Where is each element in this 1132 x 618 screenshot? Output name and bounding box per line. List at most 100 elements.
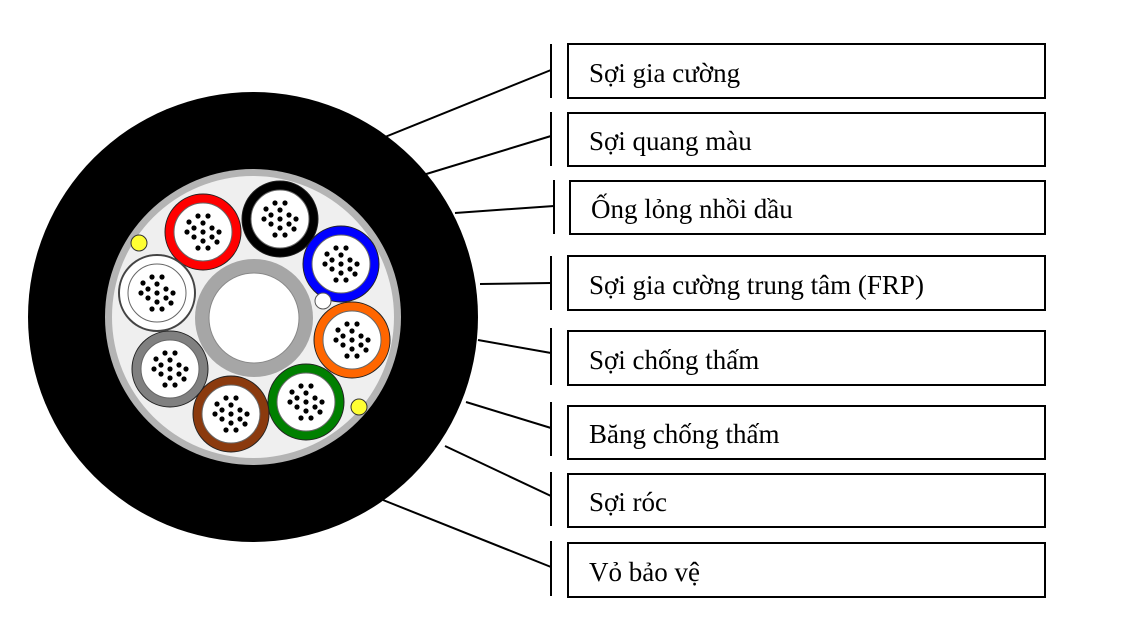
optical-fiber (191, 225, 197, 231)
optical-fiber (167, 357, 173, 363)
optical-fiber (272, 232, 278, 238)
optical-fiber (205, 213, 211, 219)
optical-fiber (303, 408, 309, 414)
leader-line-vo-bao-ve (382, 499, 552, 568)
optical-fiber (324, 251, 330, 257)
optical-fiber (140, 280, 146, 286)
leader-line-ong-long (454, 205, 555, 214)
optical-fiber (168, 300, 174, 306)
optical-fiber (303, 390, 309, 396)
optical-fiber (329, 257, 335, 263)
optical-fiber (286, 221, 292, 227)
bracket-segments (550, 44, 555, 596)
optical-fiber (154, 290, 160, 296)
optical-fiber (347, 266, 353, 272)
optical-fiber (151, 366, 157, 372)
optical-fiber (183, 366, 189, 372)
optical-fiber (298, 415, 304, 421)
optical-fiber (303, 399, 309, 405)
optical-fiber (244, 411, 250, 417)
optical-fiber (149, 274, 155, 280)
optical-fiber (317, 409, 323, 415)
optical-fiber (228, 411, 234, 417)
optical-fiber (184, 229, 190, 235)
optical-fiber (344, 353, 350, 359)
optical-fiber (195, 213, 201, 219)
optical-fiber (159, 274, 165, 280)
optical-fiber (209, 234, 215, 240)
optical-fiber (149, 306, 155, 312)
optical-fiber (154, 299, 160, 305)
optical-fiber (358, 342, 364, 348)
optical-fiber (181, 376, 187, 382)
label-soi-roc: Sợi róc (567, 473, 1046, 528)
optical-fiber (282, 232, 288, 238)
optical-fiber (212, 411, 218, 417)
optical-fiber (291, 226, 297, 232)
central-member-frp (208, 272, 300, 364)
optical-fiber (154, 281, 160, 287)
optical-fiber (282, 200, 288, 206)
optical-fiber (294, 404, 300, 410)
optical-fiber (335, 327, 341, 333)
optical-fiber (145, 295, 151, 301)
optical-fiber (172, 350, 178, 356)
optical-fiber (289, 389, 295, 395)
optical-fiber (344, 321, 350, 327)
optical-fiber (261, 216, 267, 222)
leader-line-frp (479, 282, 552, 285)
optical-fiber (340, 342, 346, 348)
optical-fiber (219, 407, 225, 413)
optical-fiber (158, 371, 164, 377)
label-soi-gia-cuong: Sợi gia cường (567, 43, 1046, 99)
leader-line-soi-quang-mau (422, 135, 552, 176)
optical-fiber (354, 353, 360, 359)
optical-fiber (191, 234, 197, 240)
optical-fiber (312, 404, 318, 410)
optical-fiber (277, 207, 283, 213)
optical-fiber (294, 395, 300, 401)
optical-fiber (340, 333, 346, 339)
optical-fiber (329, 266, 335, 272)
optical-fiber (338, 252, 344, 258)
optical-fiber (209, 225, 215, 231)
optical-fiber (176, 362, 182, 368)
label-bang-chong-tham: Băng chống thấm (567, 405, 1046, 460)
optical-fiber (363, 347, 369, 353)
optical-fiber (167, 375, 173, 381)
optical-fiber (338, 270, 344, 276)
leader-line-bang-chong-tham (465, 401, 552, 429)
optical-fiber (170, 290, 176, 296)
optical-fiber (286, 212, 292, 218)
label-vo-bao-ve: Vỏ bảo vệ (567, 542, 1046, 598)
optical-fiber (358, 333, 364, 339)
ripcord (130, 234, 148, 252)
optical-fiber (312, 395, 318, 401)
optical-fiber (195, 245, 201, 251)
optical-fiber (223, 395, 229, 401)
ripcord (350, 398, 368, 416)
optical-fiber (163, 295, 169, 301)
optical-fiber (277, 216, 283, 222)
optical-fiber (308, 383, 314, 389)
optical-fiber (272, 200, 278, 206)
leader-line-soi-roc (444, 445, 552, 497)
optical-fiber (216, 229, 222, 235)
optical-fiber (233, 427, 239, 433)
optical-fiber (158, 362, 164, 368)
optical-fiber (338, 261, 344, 267)
loose-tubes (118, 180, 391, 453)
optical-fiber (153, 356, 159, 362)
leader-lines (382, 69, 555, 568)
optical-fiber (343, 245, 349, 251)
optical-fiber (167, 366, 173, 372)
optical-fiber (333, 245, 339, 251)
optical-fiber (354, 261, 360, 267)
optical-fiber (162, 382, 168, 388)
optical-fiber (237, 416, 243, 422)
optical-fiber (214, 401, 220, 407)
optical-fiber (308, 415, 314, 421)
optical-fiber (347, 257, 353, 263)
optical-fiber (242, 421, 248, 427)
